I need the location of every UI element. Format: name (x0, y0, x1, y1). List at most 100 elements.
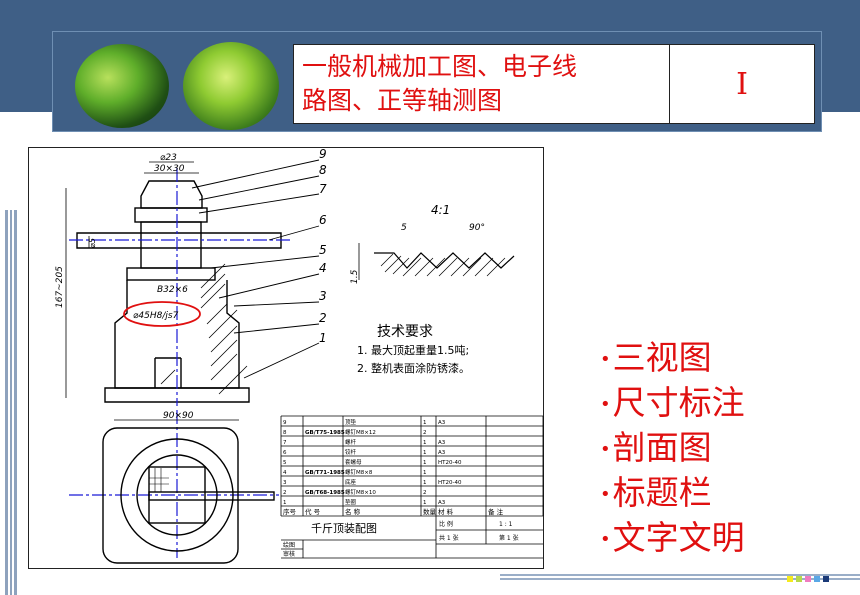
dim-fit: ⌀45H8/js7 (133, 311, 179, 321)
bom-cell: 1 (423, 420, 427, 426)
bullet-item: •剖面图 (600, 428, 712, 467)
top-view (102, 427, 275, 564)
dim-bar-dia: ⌀5 (88, 238, 97, 248)
slide-title-line2: 路图、正等轴测图 (302, 86, 503, 115)
part-number-9: 9 (319, 148, 327, 161)
bullet-text-dimensions: 尺寸标注 (612, 383, 745, 422)
tech-req-line2: 2. 整机表面涂防锈漆。 (357, 361, 470, 375)
bom-cell: 顶垫 (345, 418, 357, 426)
decorative-squares (787, 576, 829, 582)
bom-cell: A3 (438, 500, 446, 506)
bom-cell: 螺钉M8×12 (345, 428, 376, 436)
part-number-1: 1 (319, 331, 327, 345)
engineering-drawing: 9 8 7 6 5 4 3 2 1 ⌀23 30×30 167~205 ⌀5 B… (28, 147, 544, 569)
leaf-image-right (183, 42, 279, 130)
bom-cell: 1 (423, 470, 427, 476)
drawing-svg: 9 8 7 6 5 4 3 2 1 ⌀23 30×30 167~205 ⌀5 B… (55, 148, 544, 564)
slide-title: 一般机械加工图、电子线 路图、正等轴测图 (294, 45, 670, 123)
deco-square (814, 576, 820, 582)
bom-cell: 1 (423, 480, 427, 486)
top-view-hatch (149, 468, 169, 492)
section-number: I (736, 66, 748, 102)
bom-cell: 1 (423, 500, 427, 506)
bom-cell: 2 (423, 430, 427, 436)
bom-cell: 铰杆 (345, 448, 357, 456)
bom-header-cell: 材 料 (438, 507, 454, 516)
dimension-lines (65, 161, 239, 421)
deco-square (787, 576, 793, 582)
detail-depth: 1.5 (350, 269, 360, 284)
bullet-text-lettering: 文字文明 (612, 518, 745, 557)
bom-drawn: 绘图 (283, 541, 295, 549)
bom-cell: GB/T71-1985 (305, 470, 345, 476)
bom-cell: HT20-40 (438, 480, 462, 486)
leader-lines (191, 159, 320, 379)
detail-scale: 4:1 (431, 203, 450, 217)
dim-top-thread: 30×30 (154, 164, 185, 174)
bom-scale-value: 1 : 1 (499, 521, 513, 528)
dim-thread: B32×6 (157, 285, 188, 295)
bom-header-cell: 序号 (283, 507, 297, 516)
dim-top-width: ⌀23 (160, 153, 177, 163)
deco-square (823, 576, 829, 582)
bom-cell: 垫圈 (345, 498, 357, 506)
bom-cell: 8 (283, 430, 287, 436)
tech-req-line1: 1. 最大顶起重量1.5吨; (357, 343, 469, 357)
bom-cell: 6 (283, 450, 287, 456)
tech-req-heading: 技术要求 (377, 324, 433, 340)
bullet-text-three-views: 三视图 (612, 338, 712, 377)
bullet-text-title-block: 标题栏 (612, 473, 712, 512)
bom-title: 千斤顶装配图 (311, 522, 377, 535)
bom-cell: A3 (438, 440, 446, 446)
slide-title-line1: 一般机械加工图、电子线 (302, 52, 578, 81)
bom-cell: HT20-40 (438, 460, 462, 466)
bom-cell: 1 (283, 500, 287, 506)
center-lines (69, 168, 291, 558)
section-hatch (160, 263, 248, 395)
bom-count-total: 共 1 张 (439, 534, 459, 542)
bom-cell: 1 (423, 440, 427, 446)
bom-cell: 底座 (345, 478, 357, 486)
bom-cell: 套螺母 (345, 458, 362, 466)
bom-header-cell: 数量 (423, 507, 437, 516)
bullet-item: •标题栏 (600, 473, 712, 512)
part-number-4: 4 (319, 261, 327, 275)
dim-base: 90×90 (163, 411, 194, 421)
deco-square (796, 576, 802, 582)
bom-cell: 3 (283, 480, 287, 486)
bullet-list: •三视图 •尺寸标注 •剖面图 •标题栏 •文字文明 (600, 336, 745, 561)
bullet-item: •文字文明 (600, 518, 745, 557)
bom-cell: 1 (423, 450, 427, 456)
part-number-7: 7 (319, 182, 327, 196)
left-decoration (5, 210, 21, 595)
bom-cell: GB/T75-1985 (305, 430, 345, 436)
leaf-image-left (75, 44, 169, 128)
bom-cell: 螺钉M8×10 (345, 488, 376, 496)
fit-highlight (123, 301, 201, 327)
bom-checked: 审核 (283, 550, 295, 558)
header-panel: 一般机械加工图、电子线 路图、正等轴测图 I (52, 31, 822, 132)
bom-header-cell: 备 注 (488, 507, 504, 516)
bom-count-page: 第 1 张 (499, 534, 519, 542)
bom-cell: A3 (438, 420, 446, 426)
bom-cell: 1 (423, 460, 427, 466)
detail-pitch: 5 (401, 223, 407, 233)
bullet-text-section: 剖面图 (612, 428, 712, 467)
part-number-6: 6 (319, 213, 327, 227)
bom-cell: 4 (283, 470, 287, 476)
dim-height: 167~205 (55, 266, 65, 308)
bom-cell: 2 (423, 490, 427, 496)
bullet-item: •三视图 (600, 338, 712, 377)
bom-cell: 9 (283, 420, 287, 426)
part-number-5: 5 (319, 243, 327, 257)
bom-scale-label: 比 例 (439, 520, 453, 528)
title-table: 一般机械加工图、电子线 路图、正等轴测图 I (293, 44, 815, 124)
bom-cell: 螺钉M8×8 (345, 468, 373, 476)
thread-detail: 4:1 5 90° 1.5 (350, 203, 515, 284)
detail-angle: 90° (469, 223, 485, 233)
part-number-2: 2 (319, 311, 327, 325)
bottom-decoration (500, 574, 860, 582)
bom-header-cell: 代 号 (305, 507, 321, 516)
bom-cell: 螺杆 (345, 438, 357, 446)
